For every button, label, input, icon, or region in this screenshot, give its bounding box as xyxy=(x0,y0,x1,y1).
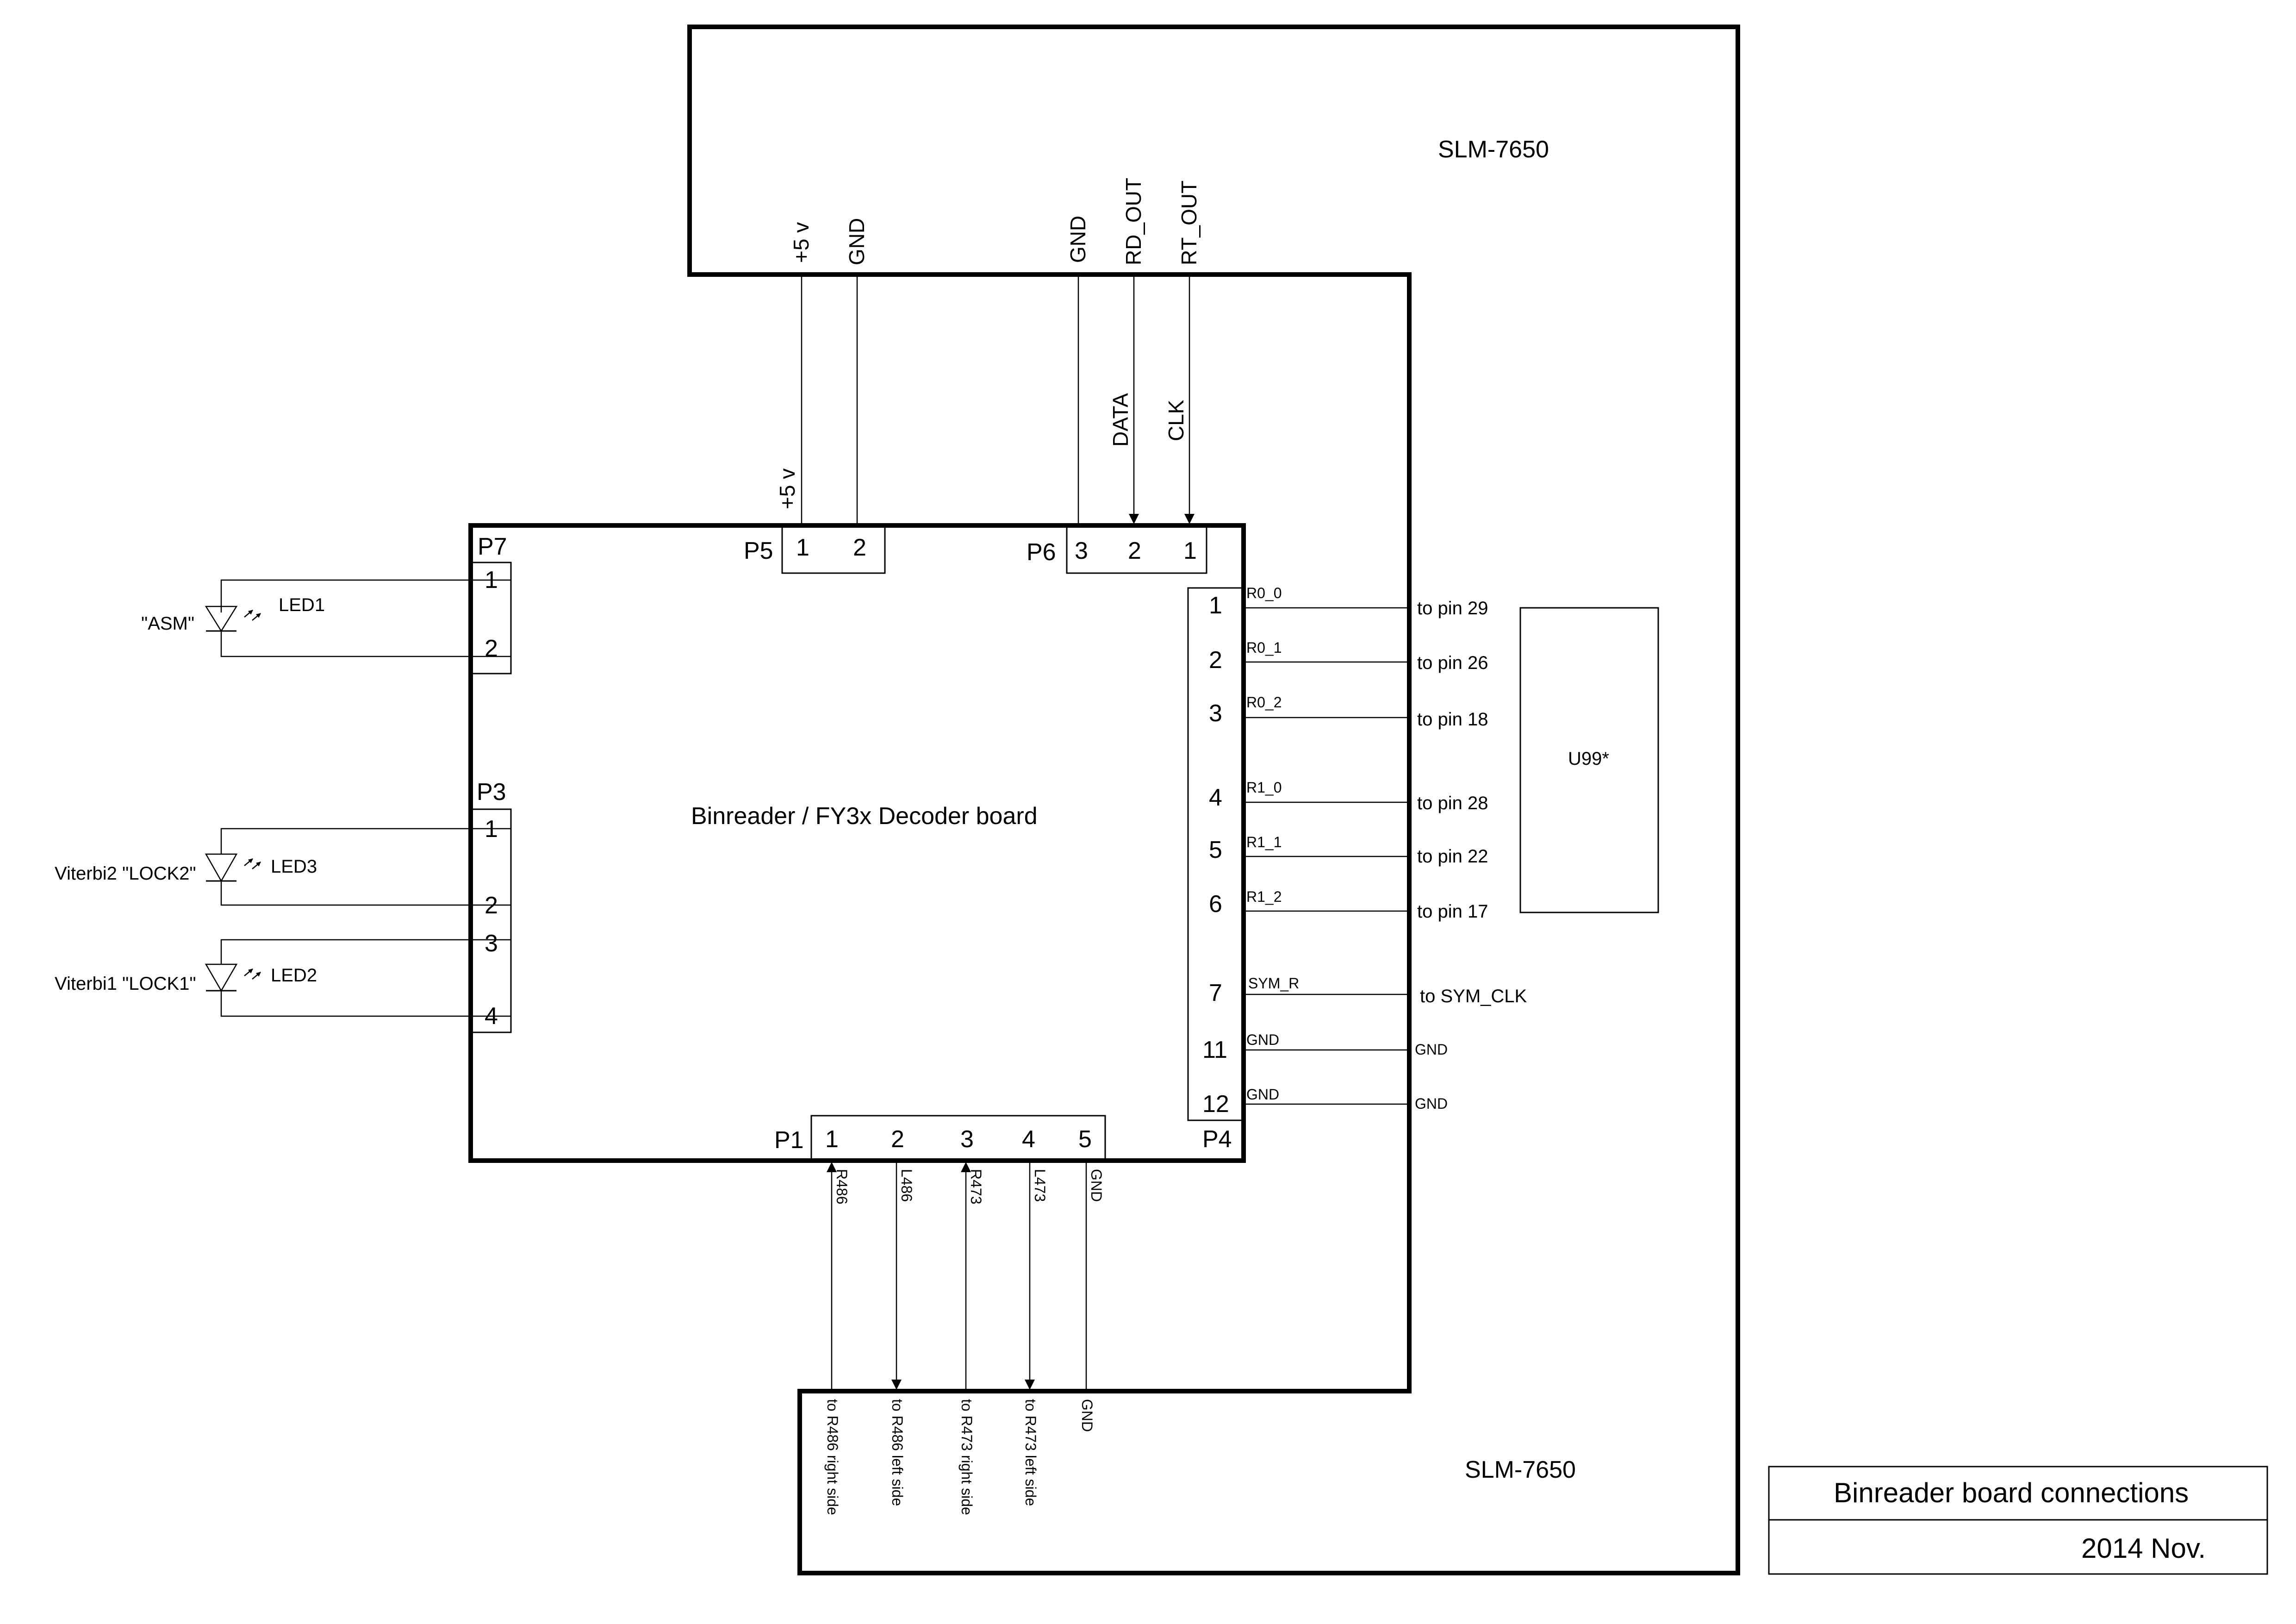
p5-pin: 1 xyxy=(796,534,809,561)
p1-pin: 4 xyxy=(1022,1126,1035,1153)
p1-signal: L486 xyxy=(898,1169,915,1202)
p1-wires xyxy=(827,1161,1087,1391)
p4-pin: 12 xyxy=(1202,1091,1229,1118)
slm-signal-labels: +5 v GND GND RD_OUT RT_OUT xyxy=(789,178,1201,265)
p5-name: P5 xyxy=(744,537,773,564)
p4-signal: R0_2 xyxy=(1246,694,1282,711)
p4-target: to pin 29 xyxy=(1417,598,1488,618)
connector-p7: P7 1 2 xyxy=(470,533,512,675)
led2-circuit: LED2 Viterbi1 "LOCK1" xyxy=(55,939,511,1017)
slm-plus5-label: +5 v xyxy=(789,222,813,263)
led3-circuit: LED3 Viterbi2 "LOCK2" xyxy=(55,828,511,906)
p4-wires xyxy=(1244,607,1409,1105)
p1-name: P1 xyxy=(774,1127,804,1154)
p1-signal: GND xyxy=(1088,1169,1105,1202)
slm-label-bottom: SLM-7650 xyxy=(1465,1456,1576,1483)
p4-target-labels: to pin 29 to pin 26 to pin 18 to pin 28 … xyxy=(1415,598,1527,1112)
p3-pin: 3 xyxy=(485,930,498,957)
slm-rtout-label: RT_OUT xyxy=(1177,181,1201,265)
connector-p6: P6 3 2 1 xyxy=(1027,525,1207,574)
slm-7650-outline xyxy=(687,25,1740,1575)
p4-pin: 7 xyxy=(1209,980,1222,1006)
led1-diode-icon xyxy=(205,606,238,632)
board-label: Binreader / FY3x Decoder board xyxy=(691,803,1038,830)
p7-name: P7 xyxy=(478,533,507,560)
p4-target: to SYM_CLK xyxy=(1420,986,1527,1006)
wire-plus5-label: +5 v xyxy=(775,468,799,509)
connector-p5: P5 1 2 xyxy=(744,525,886,574)
p1-signal-labels: R486 L486 R473 L473 GND xyxy=(834,1169,1105,1205)
p6-name: P6 xyxy=(1027,539,1056,566)
p4-signal: R0_0 xyxy=(1246,585,1282,601)
led2-name: LED2 xyxy=(271,965,317,986)
p1-pin: 2 xyxy=(891,1126,904,1153)
p4-target: to pin 22 xyxy=(1417,846,1488,867)
decoder-board xyxy=(468,523,1246,1163)
led1-name: LED1 xyxy=(279,595,325,615)
p4-target: GND xyxy=(1415,1095,1448,1112)
bottom-target: to R473 left side xyxy=(1022,1399,1039,1506)
p4-signal-labels: R0_0 R0_1 R0_2 R1_0 R1_1 R1_2 SYM_R GND … xyxy=(1246,585,1299,1103)
p4-target: GND xyxy=(1415,1041,1448,1058)
wire-data-label: DATA xyxy=(1108,393,1132,447)
bottom-target: to R473 right side xyxy=(958,1399,975,1515)
led1-label: "ASM" xyxy=(141,613,194,634)
p1-signal: L473 xyxy=(1032,1169,1048,1202)
p4-target: to pin 28 xyxy=(1417,793,1488,813)
bottom-target: to R486 right side xyxy=(824,1399,841,1515)
p6-pin: 3 xyxy=(1075,537,1088,564)
bottom-target: to R486 left side xyxy=(889,1399,906,1506)
slm-label-top: SLM-7650 xyxy=(1438,136,1549,163)
p3-name: P3 xyxy=(477,779,506,806)
p4-target: to pin 18 xyxy=(1417,709,1488,730)
p6-pin: 2 xyxy=(1128,537,1141,564)
p4-signal: R1_2 xyxy=(1246,888,1282,905)
top-wires xyxy=(801,275,1195,525)
led3-label: Viterbi2 "LOCK2" xyxy=(55,863,196,884)
led2-label: Viterbi1 "LOCK1" xyxy=(55,974,196,994)
connector-p4: P4 1 2 3 4 5 6 7 11 12 xyxy=(1187,587,1244,1153)
led3-name: LED3 xyxy=(271,856,317,877)
u99-chip xyxy=(1519,607,1659,913)
led3-diode-icon xyxy=(205,853,238,882)
slm-gnd1-label: GND xyxy=(845,218,869,265)
bottom-target-labels: to R486 right side to R486 left side to … xyxy=(824,1399,1095,1515)
p4-target: to pin 26 xyxy=(1417,653,1488,673)
slm-gnd2-label: GND xyxy=(1066,216,1090,263)
wire-clk-label: CLK xyxy=(1164,400,1188,441)
p4-pin: 2 xyxy=(1209,647,1222,674)
p4-pin: 6 xyxy=(1209,891,1222,918)
p4-signal: GND xyxy=(1246,1031,1279,1048)
p4-name: P4 xyxy=(1202,1126,1232,1153)
p1-signal: R486 xyxy=(834,1169,850,1205)
p1-pin: 5 xyxy=(1078,1126,1092,1153)
p5-pin: 2 xyxy=(853,534,866,561)
connector-p1: P1 1 2 3 4 5 xyxy=(774,1115,1106,1162)
title-block-date: 2014 Nov. xyxy=(2081,1533,2206,1564)
p4-signal: SYM_R xyxy=(1248,975,1299,992)
title-block-title: Binreader board connections xyxy=(1834,1477,2189,1508)
p1-pin: 1 xyxy=(825,1126,839,1153)
p4-signal: R0_1 xyxy=(1246,639,1282,656)
slm-rdout-label: RD_OUT xyxy=(1121,178,1145,265)
p4-signal: R1_0 xyxy=(1246,779,1282,796)
title-block: Binreader board connections 2014 Nov. xyxy=(1768,1466,2268,1575)
p4-pin: 1 xyxy=(1209,592,1222,619)
p1-pin: 3 xyxy=(960,1126,974,1153)
bottom-target: GND xyxy=(1079,1399,1095,1432)
p4-signal: R1_1 xyxy=(1246,834,1282,850)
p4-pin: 11 xyxy=(1202,1037,1227,1063)
p4-target: to pin 17 xyxy=(1417,901,1488,922)
led2-diode-icon xyxy=(205,963,238,992)
p1-signal: R473 xyxy=(968,1169,984,1205)
p4-pin: 3 xyxy=(1209,700,1222,727)
u99-label: U99* xyxy=(1568,749,1609,769)
p4-signal: GND xyxy=(1246,1086,1279,1103)
p7-pin: 2 xyxy=(485,635,498,662)
p6-pin: 1 xyxy=(1183,537,1197,564)
p4-pin: 4 xyxy=(1209,784,1222,811)
led1-circuit: LED1 "ASM" xyxy=(141,579,511,657)
p4-pin: 5 xyxy=(1209,837,1222,863)
